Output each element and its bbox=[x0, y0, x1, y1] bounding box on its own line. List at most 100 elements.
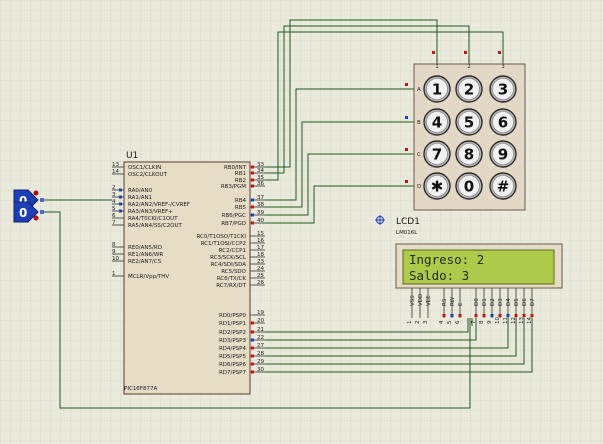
mcu-pin-label: RC5/SDO bbox=[221, 269, 246, 275]
keypad-key[interactable]: # bbox=[489, 172, 517, 200]
mcu-pin-label: RA3/AN3/VREF+ bbox=[128, 209, 173, 215]
keypad-key[interactable]: 5 bbox=[455, 108, 483, 136]
wire-row-c[interactable] bbox=[265, 153, 414, 216]
mcu-pin-number: 39 bbox=[257, 210, 264, 216]
lcd-pin-state-icon bbox=[530, 314, 534, 317]
mcu-pin-number: 15 bbox=[257, 231, 264, 237]
keypad-pin-state-icon bbox=[432, 51, 435, 54]
mcu-pin-number: 18 bbox=[257, 252, 264, 258]
wire-lcd-d5[interactable] bbox=[265, 318, 517, 357]
keypad-key-label: 6 bbox=[498, 114, 508, 132]
mcu-pin-state-icon bbox=[251, 171, 254, 175]
wire-row-a[interactable] bbox=[265, 88, 414, 201]
probe-2-value: 0 bbox=[19, 206, 27, 220]
lcd-pin-number: 9 bbox=[487, 320, 493, 324]
wire-lcd-d6[interactable] bbox=[265, 318, 525, 365]
logic-probes[interactable]: 0 0 bbox=[13, 189, 44, 223]
mcu-pin-label: RA1/AN1 bbox=[128, 195, 152, 201]
mcu-pin-label: RD5/PSP5 bbox=[219, 354, 247, 360]
mcu-pin-number: 29 bbox=[257, 359, 264, 365]
keypad-key-label: 7 bbox=[432, 146, 442, 164]
mcu-pin-state-icon bbox=[251, 198, 254, 202]
wire-col3[interactable] bbox=[265, 31, 504, 181]
wire-row-d[interactable] bbox=[265, 185, 414, 224]
keypad-pin-state-icon bbox=[405, 148, 408, 151]
keypad-key[interactable]: 0 bbox=[455, 172, 483, 200]
mcu-pin-number: 4 bbox=[112, 199, 116, 205]
keypad-key[interactable]: ✱ bbox=[423, 172, 451, 200]
mcu-pin-label: RB3/PGM bbox=[221, 184, 247, 190]
mcu-pin-state-icon bbox=[251, 184, 254, 188]
mcu-pin-number: 35 bbox=[257, 175, 264, 181]
keypad-key-label: # bbox=[497, 178, 510, 196]
logic-probe-2[interactable]: 0 bbox=[13, 201, 44, 223]
mcu-pin-state-icon bbox=[251, 213, 254, 217]
mcu-pin-label: RD7/PSP7 bbox=[219, 370, 247, 376]
mcu-pin-label: RD4/PSP4 bbox=[219, 346, 247, 352]
mcu-pin-state-icon bbox=[251, 205, 254, 209]
lcd-pin-label: RS bbox=[442, 298, 448, 306]
lcd-pin-number: 1 bbox=[407, 321, 413, 325]
keypad-col-label: 1 bbox=[435, 64, 439, 70]
mcu-pin-number: 8 bbox=[112, 242, 116, 248]
mcu-pin-state-icon bbox=[251, 346, 254, 350]
keypad-key[interactable]: 7 bbox=[423, 140, 451, 168]
lcd-component[interactable]: LCD1 LM016L Ingreso: 2 Saldo: 3 VSS1VDD2… bbox=[395, 217, 563, 325]
mcu-pin-label: RB6/PGC bbox=[222, 213, 247, 219]
mcu-pin-label: RA5/AN4/SS/C2OUT bbox=[128, 223, 182, 229]
lcd-pin-state-icon bbox=[458, 314, 462, 317]
wire-lcd-e[interactable] bbox=[265, 318, 477, 341]
mcu-pin-number: 19 bbox=[257, 310, 264, 316]
keypad-key[interactable]: 3 bbox=[489, 75, 517, 103]
keypad-pin-state-icon bbox=[405, 83, 408, 86]
mcu-pin-label: RB5 bbox=[235, 205, 247, 211]
mcu-pin-label: RD0/PSP0 bbox=[219, 313, 247, 319]
mcu-pin-label: MCLR/Vpp/THV bbox=[128, 274, 169, 280]
probe-1-value: 0 bbox=[19, 194, 27, 208]
lcd-pin-number: 3 bbox=[423, 320, 429, 324]
mcu-pin-state-icon bbox=[251, 221, 254, 225]
lcd-pin-number: 5 bbox=[447, 320, 453, 324]
wire-lcd-d7[interactable] bbox=[265, 318, 533, 373]
wire-lcd-d4[interactable] bbox=[265, 318, 509, 349]
mcu-body[interactable] bbox=[123, 161, 251, 395]
keypad-key[interactable]: 4 bbox=[423, 108, 451, 136]
keypad-key-label: 5 bbox=[464, 114, 474, 132]
mcu-pin-number: 28 bbox=[257, 351, 264, 357]
mcu-pin-label: RC7/RX/DT bbox=[216, 283, 246, 289]
keypad-row-label: B bbox=[417, 120, 421, 126]
lcd-pin-state-icon bbox=[498, 314, 502, 317]
wire-probe-2[interactable] bbox=[42, 211, 471, 409]
lcd-pin-label: VDD bbox=[418, 294, 424, 306]
keypad-key[interactable]: 1 bbox=[423, 75, 451, 103]
lcd-pin-number: 12 bbox=[511, 317, 517, 324]
mcu-pin-label: RD6/PSP6 bbox=[219, 362, 247, 368]
mcu-pin-state-icon bbox=[251, 362, 254, 366]
lcd-pin-state-icon bbox=[514, 314, 518, 317]
mcu-pin-state-icon bbox=[251, 178, 254, 182]
lcd-pin-number: 8 bbox=[479, 320, 485, 324]
mcu-pin-label: RD3/PSP3 bbox=[219, 338, 247, 344]
mcu-pin-state-icon bbox=[251, 330, 254, 334]
keypad-key-label: 3 bbox=[498, 81, 508, 99]
keypad-key[interactable]: 8 bbox=[455, 140, 483, 168]
mcu-pin-state-icon bbox=[119, 209, 122, 213]
lcd-pin-label: VEE bbox=[426, 295, 432, 306]
wire-col1[interactable] bbox=[265, 19, 438, 168]
lcd-line-1: Ingreso: 2 bbox=[409, 252, 484, 267]
lcd-pin-number: 6 bbox=[455, 320, 461, 324]
keypad-key[interactable]: 2 bbox=[455, 75, 483, 103]
wire-row-b[interactable] bbox=[265, 121, 414, 208]
lcd-pin-state-icon bbox=[482, 314, 486, 317]
mcu-pin-label: RC6/TX/CK bbox=[217, 276, 247, 282]
keypad-row-label: D bbox=[417, 184, 421, 190]
mcu-pin-state-icon bbox=[251, 354, 254, 358]
wire-lcd-rs[interactable] bbox=[265, 318, 469, 333]
keypad-key[interactable]: 9 bbox=[489, 140, 517, 168]
lcd-ref: LCD1 bbox=[396, 217, 420, 227]
lcd-pin-label: D6 bbox=[522, 298, 528, 306]
keypad-key[interactable]: 6 bbox=[489, 108, 517, 136]
